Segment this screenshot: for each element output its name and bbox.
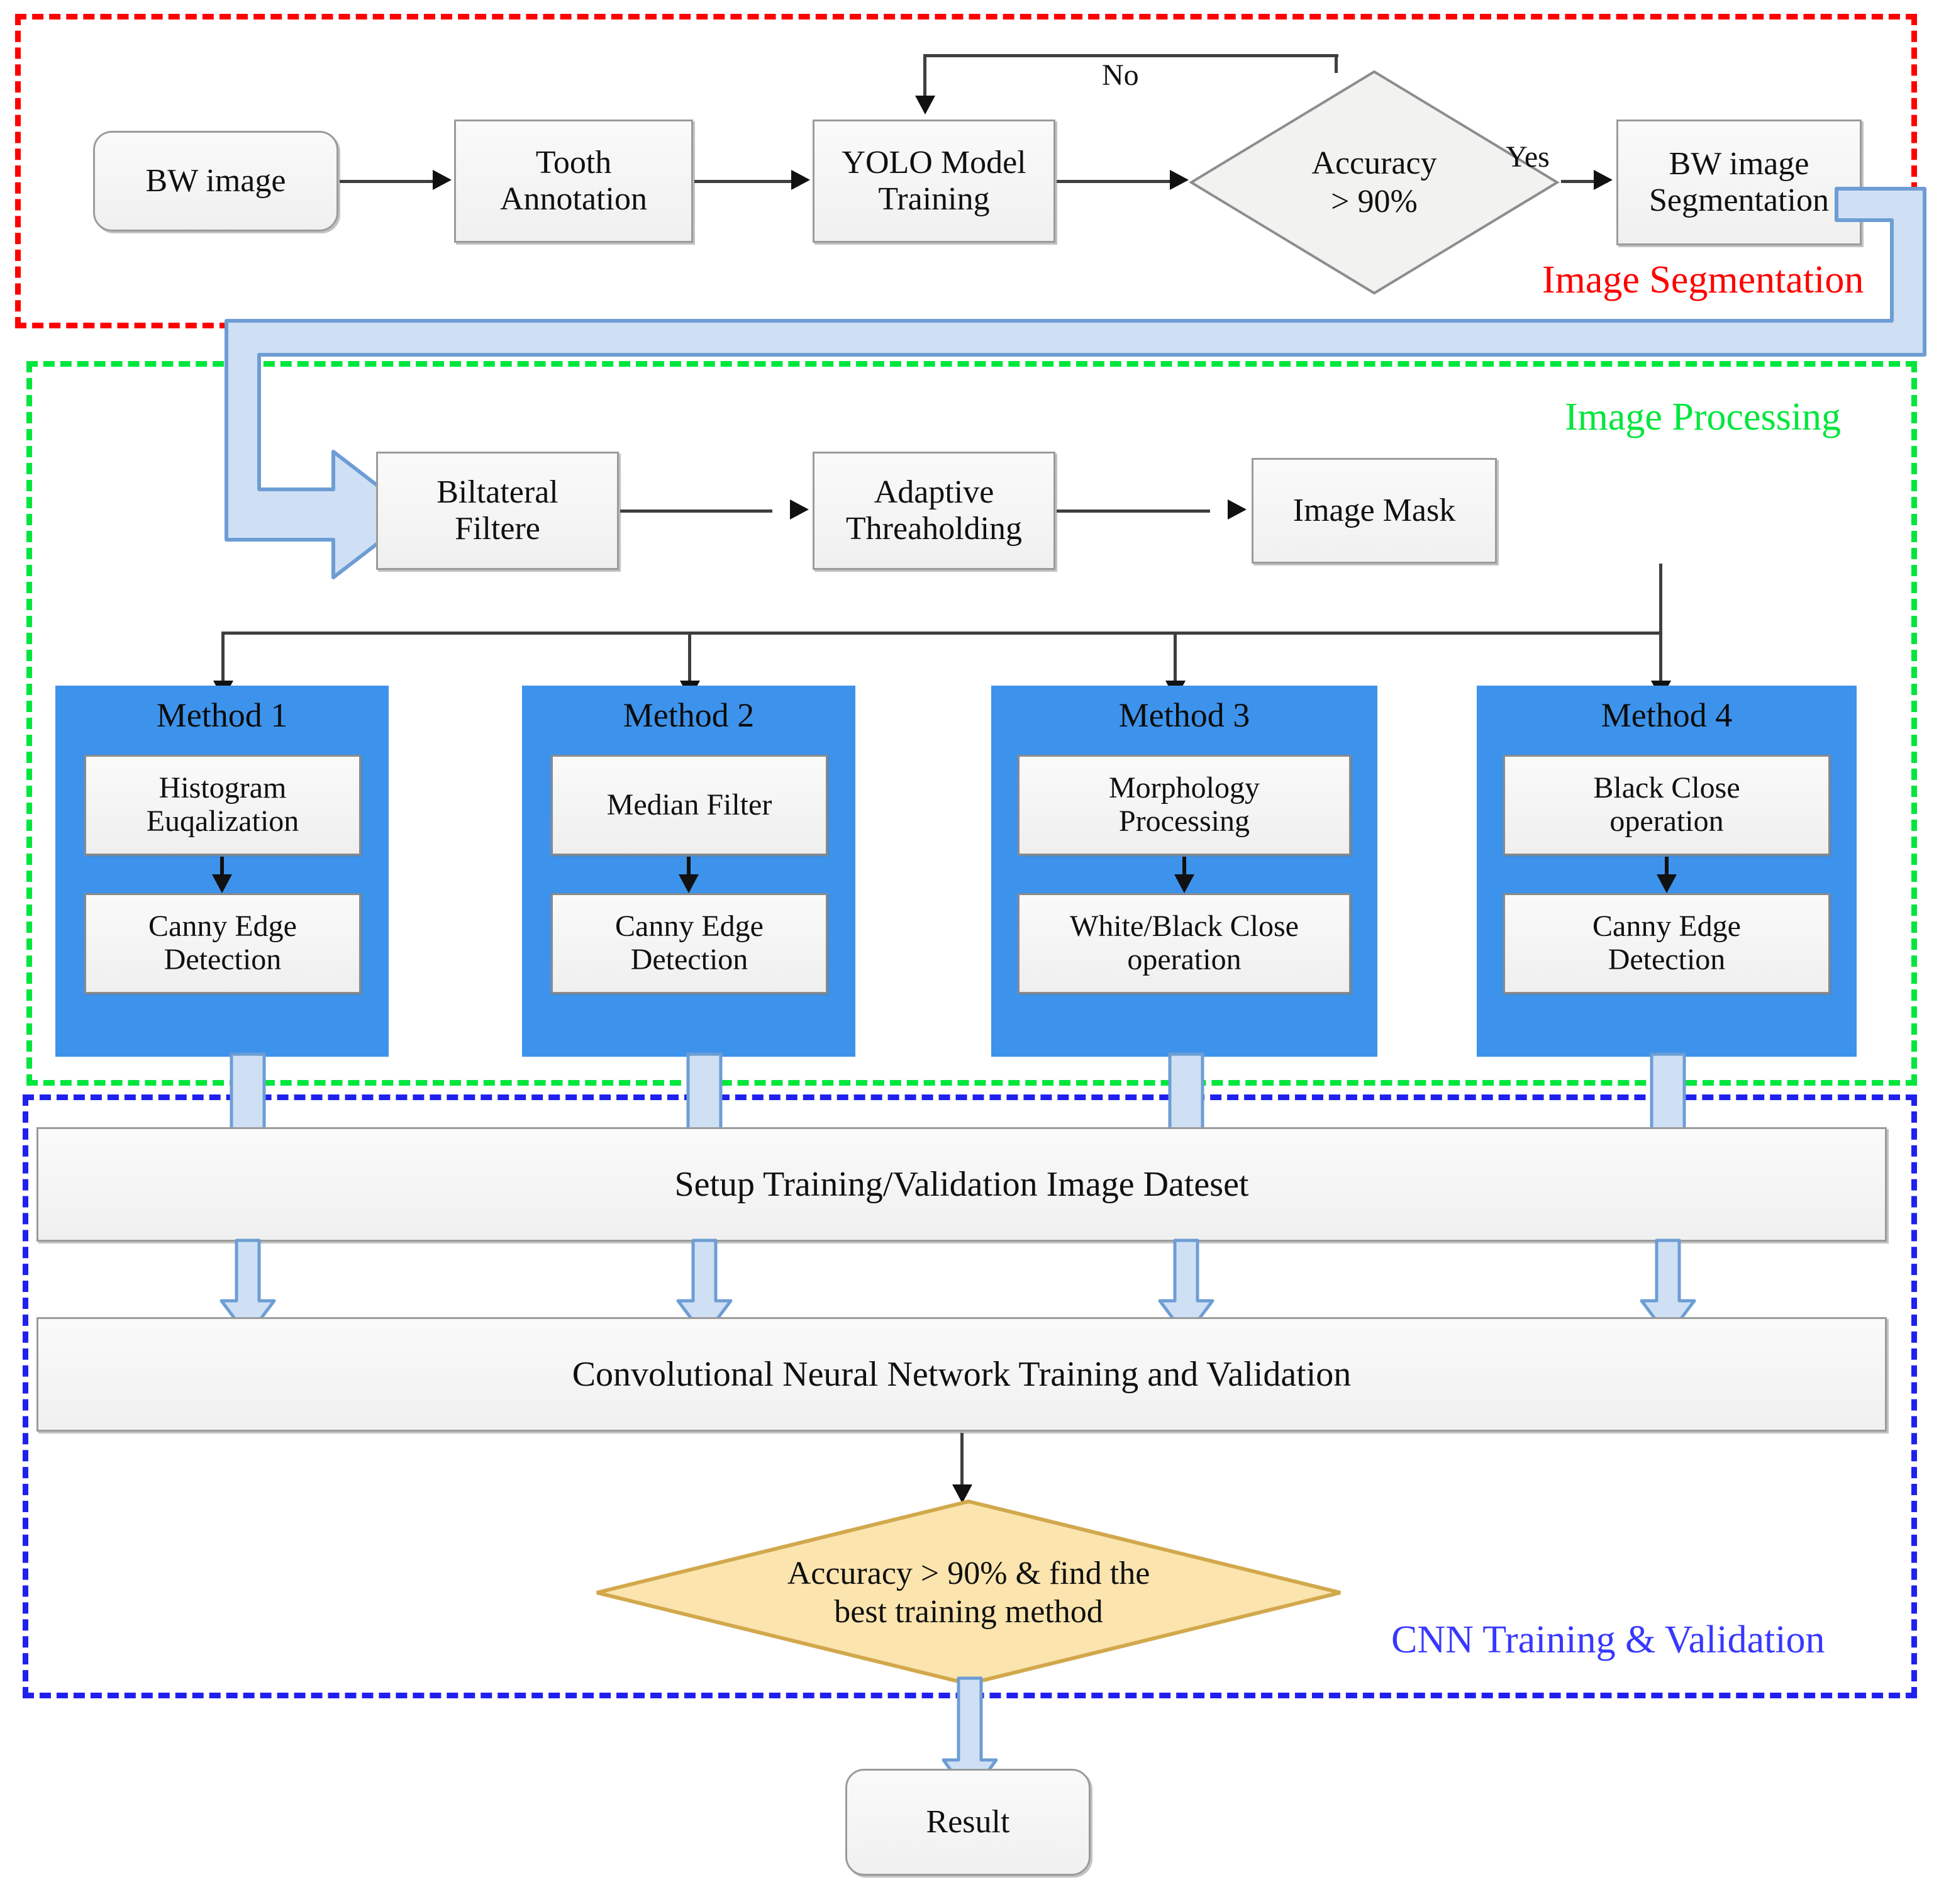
arrow-cnn-to-final-decision <box>960 1433 964 1489</box>
node-bilateral-filter-label: Biltateral Filtere <box>436 474 558 547</box>
arrowhead-adaptive-to-mask <box>1228 499 1247 520</box>
edge-label-no: No <box>1102 58 1139 92</box>
arrowhead-bw-to-annotation <box>433 170 452 190</box>
node-image-mask[interactable]: Image Mask <box>1252 458 1497 564</box>
edge-label-yes: Yes <box>1506 140 1550 174</box>
decision-final-accuracy[interactable]: Accuracy > 90% & find the best training … <box>594 1498 1343 1687</box>
loop-no-horizontal <box>923 54 1338 57</box>
arrow-bw-to-annotation <box>340 180 434 183</box>
node-cnn-training-label: Convolutional Neural Network Training an… <box>572 1354 1352 1394</box>
region-label-cnn-training: CNN Training & Validation <box>1391 1618 1825 1661</box>
arrow-annotation-to-yolo <box>694 180 792 183</box>
bus-mask-down <box>1659 564 1662 634</box>
region-label-image-segmentation: Image Segmentation <box>1542 259 1864 301</box>
loop-no-right-vertical <box>1335 54 1338 73</box>
node-yolo-training[interactable]: YOLO Model Training <box>813 120 1055 243</box>
node-result-label: Result <box>926 1803 1010 1840</box>
arrowhead-bilateral-to-adaptive <box>790 499 809 520</box>
method-2-step-2[interactable]: Canny Edge Detection <box>551 893 828 994</box>
bus-branch-3 <box>1174 632 1177 683</box>
region-image-processing <box>26 361 1917 1086</box>
decision-accuracy-90-label: Accuracy > 90% <box>1311 145 1437 220</box>
method-1-inner-arrowhead <box>212 874 232 893</box>
arrowhead-annotation-to-yolo <box>791 170 810 190</box>
node-adaptive-thresholding[interactable]: Adaptive Threaholding <box>813 452 1055 570</box>
decision-accuracy-90[interactable]: Accuracy > 90% <box>1189 69 1560 296</box>
block-arrow-method-4-to-dataset <box>1649 1052 1687 1138</box>
method-4-step-1[interactable]: Black Close operation <box>1503 755 1830 855</box>
arrowhead-yolo-to-decision <box>1170 170 1189 190</box>
method-3-inner-arrow <box>1182 857 1186 879</box>
node-bw-image-segmentation[interactable]: BW image Segmentation <box>1616 120 1862 245</box>
node-bilateral-filter[interactable]: Biltateral Filtere <box>376 452 619 570</box>
region-label-image-processing: Image Processing <box>1565 396 1842 438</box>
method-4-inner-arrowhead <box>1657 874 1677 893</box>
method-3-step-2[interactable]: White/Black Close operation <box>1018 893 1351 994</box>
decision-final-accuracy-label: Accuracy > 90% & find the best training … <box>787 1555 1150 1630</box>
node-setup-dataset-label: Setup Training/Validation Image Dateset <box>674 1164 1249 1204</box>
method-1-step-1[interactable]: Histogram Euqalization <box>84 755 361 855</box>
loop-no-left-vertical <box>923 54 926 97</box>
bus-branch-2 <box>688 632 691 683</box>
method-1-step-2[interactable]: Canny Edge Detection <box>84 893 361 994</box>
node-bw-image[interactable]: BW image <box>93 131 338 231</box>
method-4-step-2[interactable]: Canny Edge Detection <box>1503 893 1830 994</box>
decision-accuracy-90-shape <box>1189 70 1560 295</box>
node-setup-dataset[interactable]: Setup Training/Validation Image Dateset <box>36 1127 1887 1242</box>
node-tooth-annotation-label: Tooth Annotation <box>500 144 647 217</box>
block-arrow-method-2-to-dataset <box>686 1052 723 1138</box>
method-panel-1[interactable]: Method 1 Histogram Euqalization Canny Ed… <box>55 686 389 1057</box>
node-bw-image-label: BW image <box>145 162 286 199</box>
method-panel-2[interactable]: Method 2 Median Filter Canny Edge Detect… <box>522 686 855 1057</box>
node-adaptive-thresholding-label: Adaptive Threaholding <box>845 474 1023 547</box>
bus-horizontal <box>221 632 1662 635</box>
method-panel-4[interactable]: Method 4 Black Close operation Canny Edg… <box>1477 686 1857 1057</box>
node-image-mask-label: Image Mask <box>1292 492 1456 528</box>
block-arrow-segmentation-to-processing <box>225 181 1950 579</box>
block-arrow-method-3-to-dataset <box>1167 1052 1205 1138</box>
bus-branch-1 <box>221 632 225 683</box>
arrowhead-decision-yes <box>1594 170 1613 190</box>
method-2-inner-arrowhead <box>679 874 699 893</box>
node-tooth-annotation[interactable]: Tooth Annotation <box>454 120 693 243</box>
method-3-title: Method 3 <box>1118 696 1250 734</box>
method-1-inner-arrow <box>220 857 224 879</box>
arrow-adaptive-to-mask <box>1057 509 1210 513</box>
node-result[interactable]: Result <box>845 1769 1091 1876</box>
method-2-inner-arrow <box>687 857 691 879</box>
node-cnn-training[interactable]: Convolutional Neural Network Training an… <box>36 1317 1887 1432</box>
bus-branch-4 <box>1659 632 1662 683</box>
method-panel-3[interactable]: Method 3 Morphology Processing White/Bla… <box>991 686 1377 1057</box>
node-bw-image-segmentation-label: BW image Segmentation <box>1649 145 1829 218</box>
method-3-inner-arrowhead <box>1174 874 1194 893</box>
method-1-title: Method 1 <box>156 696 288 734</box>
arrow-bilateral-to-adaptive <box>620 509 772 513</box>
method-3-step-1[interactable]: Morphology Processing <box>1018 755 1351 855</box>
method-2-title: Method 2 <box>623 696 755 734</box>
node-yolo-training-label: YOLO Model Training <box>842 144 1026 217</box>
arrow-yolo-to-decision <box>1057 180 1182 183</box>
block-arrow-method-1-to-dataset <box>229 1052 267 1138</box>
method-4-inner-arrow <box>1665 857 1669 879</box>
arrow-decision-yes <box>1561 180 1608 183</box>
arrowhead-loop-no <box>915 96 935 114</box>
method-4-title: Method 4 <box>1601 696 1733 734</box>
method-2-step-1[interactable]: Median Filter <box>551 755 828 855</box>
